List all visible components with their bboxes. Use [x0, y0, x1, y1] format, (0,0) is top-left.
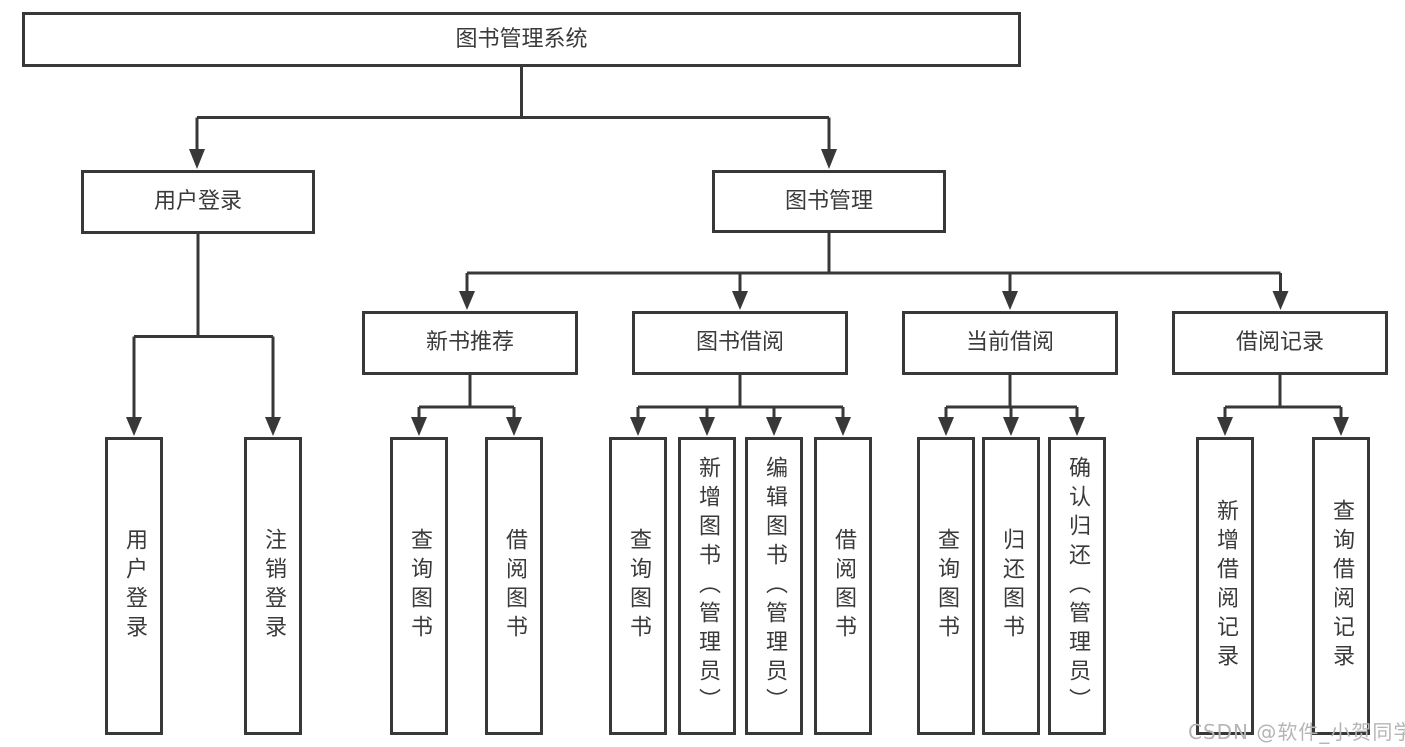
leaf-newbook-query-books-label: 查询图书 — [407, 528, 432, 644]
leaf-borrow-query-books-label: 查询图书 — [626, 528, 651, 644]
leaf-newbook-borrow-books: 借阅图书 — [485, 437, 543, 735]
node-current-borrow: 当前借阅 — [902, 311, 1118, 375]
leaf-user-login-label: 用户登录 — [122, 528, 147, 644]
node-borrow-records: 借阅记录 — [1172, 311, 1388, 375]
node-user-login: 用户登录 — [81, 170, 315, 234]
node-book-management-label: 图书管理 — [784, 188, 873, 214]
leaf-logout-label: 注销登录 — [261, 528, 286, 644]
leaf-borrow-borrow-books: 借阅图书 — [814, 437, 872, 735]
leaf-records-add-record-label: 新增借阅记录 — [1213, 499, 1238, 673]
leaf-borrow-edit-books-admin-label: 编辑图书（管理员） — [762, 455, 787, 717]
arrowheads — [126, 149, 1349, 436]
node-book-borrow-label: 图书借阅 — [695, 330, 784, 355]
leaf-borrow-add-books-admin: 新增图书（管理员） — [678, 437, 736, 735]
leaf-borrow-edit-books-admin: 编辑图书（管理员） — [745, 437, 803, 735]
leaf-borrow-query-books: 查询图书 — [609, 437, 667, 735]
leaf-current-return-books: 归还图书 — [982, 437, 1040, 735]
node-root-label: 图书管理系统 — [455, 26, 588, 52]
leaf-current-query-books: 查询图书 — [917, 437, 975, 735]
leaf-current-confirm-return-admin-label: 确认归还（管理员） — [1065, 455, 1090, 717]
leaf-user-login: 用户登录 — [105, 437, 163, 735]
leaf-logout: 注销登录 — [244, 437, 302, 735]
leaf-current-return-books-label: 归还图书 — [999, 528, 1024, 644]
node-borrow-records-label: 借阅记录 — [1235, 330, 1324, 355]
leaf-records-query-record: 查询借阅记录 — [1312, 437, 1370, 735]
node-current-borrow-label: 当前借阅 — [965, 330, 1054, 355]
watermark: CSDN @软件_小贺同学 — [1188, 720, 1405, 744]
leaf-current-query-books-label: 查询图书 — [934, 528, 959, 644]
node-book-borrow: 图书借阅 — [632, 311, 848, 375]
leaf-newbook-borrow-books-label: 借阅图书 — [502, 528, 527, 644]
node-new-book-recommend-label: 新书推荐 — [425, 330, 514, 355]
leaf-borrow-add-books-admin-label: 新增图书（管理员） — [695, 455, 720, 717]
node-user-login-label: 用户登录 — [153, 189, 242, 214]
leaf-records-query-record-label: 查询借阅记录 — [1329, 499, 1354, 673]
node-new-book-recommend: 新书推荐 — [362, 311, 578, 375]
node-book-management: 图书管理 — [712, 170, 946, 233]
leaf-newbook-query-books: 查询图书 — [390, 437, 448, 735]
node-root: 图书管理系统 — [22, 12, 1021, 67]
leaf-records-add-record: 新增借阅记录 — [1196, 437, 1254, 735]
leaf-borrow-borrow-books-label: 借阅图书 — [831, 528, 856, 644]
leaf-current-confirm-return-admin: 确认归还（管理员） — [1048, 437, 1106, 735]
